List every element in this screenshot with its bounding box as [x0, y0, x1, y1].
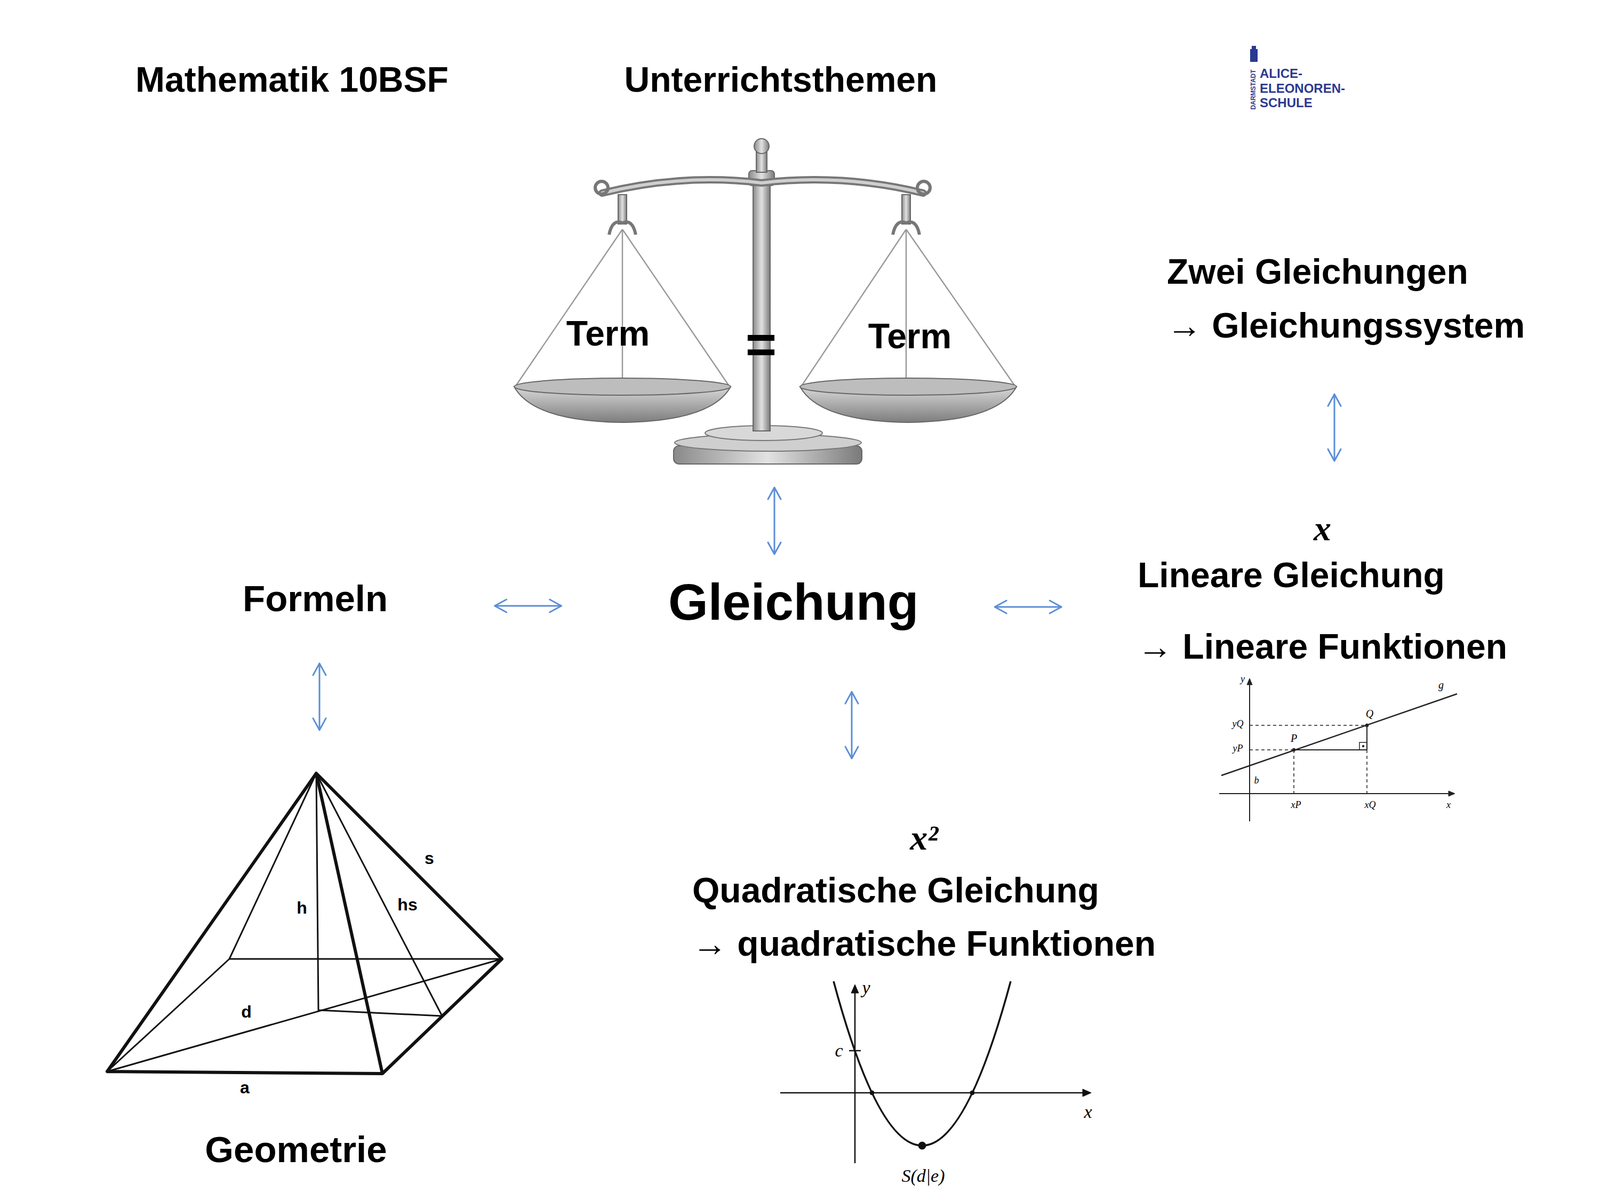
linear-graph	[1219, 678, 1458, 822]
figure-label: S(d|e)	[901, 1165, 945, 1186]
figure-label: a	[240, 1078, 250, 1098]
arrow-head	[768, 487, 781, 500]
node-text: x²	[692, 817, 1156, 859]
node-text: Geometrie	[204, 1128, 387, 1173]
header-label: Mathematik 10BSF	[135, 60, 449, 100]
arrow-head	[845, 691, 859, 704]
figure-label: yQ	[1232, 718, 1244, 730]
logo-icon	[1250, 45, 1258, 62]
node-text: → quadratische Funktionen	[692, 922, 1156, 965]
figure-label: P	[1290, 732, 1298, 744]
header-label: SCHULE	[1259, 96, 1313, 110]
node-text: Lineare Gleichung	[1137, 554, 1508, 597]
arrow-head	[1328, 449, 1341, 461]
arrow-head	[549, 599, 562, 613]
header-label: ELEONOREN-	[1259, 81, 1346, 96]
figure-label: hs	[397, 895, 418, 915]
figure-label: y	[1240, 674, 1245, 685]
node-text: x	[1137, 508, 1508, 549]
arrow-head	[1049, 600, 1062, 614]
connector-line	[494, 605, 562, 607]
arrow-head	[768, 542, 781, 555]
parabola-graph	[780, 981, 1092, 1164]
arrow-head	[494, 599, 507, 613]
double-arrow	[845, 691, 859, 759]
figure-label: s	[424, 849, 435, 868]
node-text: Formeln	[242, 577, 388, 622]
figure-label: Q	[1365, 707, 1374, 720]
node-text: Term	[566, 312, 651, 355]
topic-node: Zwei Gleichungen → Gleichungssystem	[1162, 246, 1530, 351]
connector-line	[851, 691, 853, 759]
node-text: Zwei Gleichungen	[1166, 250, 1525, 293]
node-text: Quadratische Gleichung	[692, 869, 1156, 912]
figure-label: yP	[1233, 743, 1244, 755]
figure-label: xQ	[1364, 800, 1376, 811]
double-arrow	[313, 663, 326, 731]
arrow-head	[313, 718, 326, 731]
figure-label: x	[1083, 1101, 1092, 1122]
topic-node: x² Quadratische Gleichung → quadratische F…	[688, 813, 1160, 970]
figure-label: g	[1438, 678, 1444, 691]
figure-label: x	[1446, 800, 1451, 811]
node-text: → Gleichungssystem	[1166, 304, 1525, 347]
figure-label: h	[296, 898, 308, 918]
header-label: ALICE-	[1259, 66, 1303, 81]
double-arrow	[994, 600, 1062, 614]
double-arrow	[1328, 394, 1341, 461]
illustration-node: Geometrie	[85, 768, 534, 1179]
figure-label: d	[241, 1002, 252, 1022]
arrow-head	[845, 746, 859, 759]
connector-line	[773, 487, 776, 555]
pyramid-drawing	[107, 773, 502, 1074]
header-label: DARMSTADT	[1250, 69, 1258, 110]
double-arrow	[768, 487, 781, 555]
node-text: Term	[868, 315, 952, 358]
figure-label: b	[1254, 775, 1260, 787]
figure-label: xP	[1291, 800, 1302, 811]
topic-node: xLineare Gleichung → Lineare Funktionen	[1133, 504, 1512, 672]
double-arrow	[494, 599, 562, 613]
topic-node: Formeln	[238, 572, 392, 626]
node-text: → Lineare Funktionen	[1137, 625, 1508, 668]
arrow-head	[994, 600, 1007, 614]
illustration-node: Term = Term	[501, 133, 1035, 475]
figure-label: c	[834, 1040, 843, 1061]
figure-label: y	[861, 977, 870, 998]
node-text: Gleichung	[668, 571, 919, 633]
connector-line	[994, 606, 1062, 608]
topic-node: Gleichung	[664, 566, 923, 637]
node-text: =	[745, 312, 777, 376]
balance-scale	[514, 138, 1017, 464]
connector-line	[1333, 394, 1336, 461]
connector-line	[318, 663, 321, 731]
header-label: Unterrichtsthemen	[624, 60, 938, 100]
arrow-head	[313, 663, 326, 676]
arrow-head	[1328, 394, 1341, 406]
